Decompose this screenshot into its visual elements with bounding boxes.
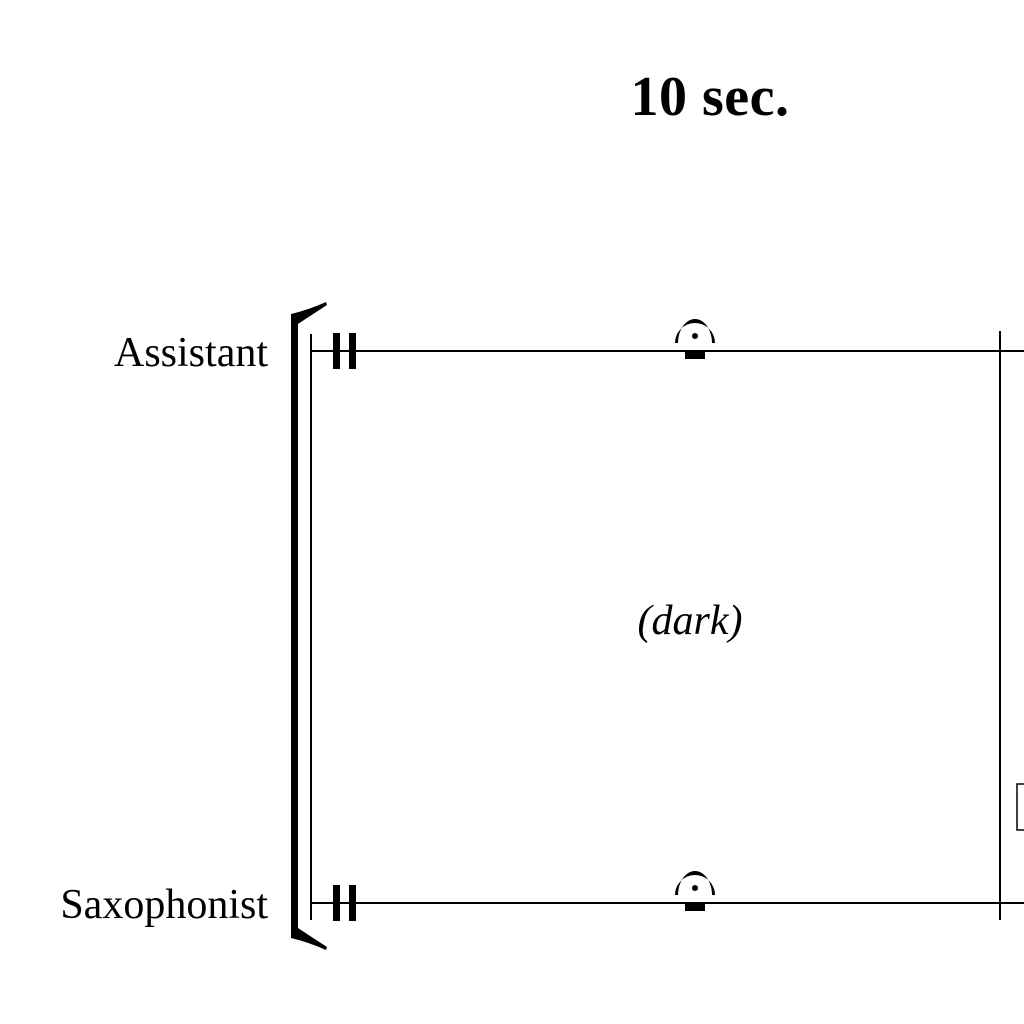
whole-rest-icon [685,903,705,911]
fermata-icon [675,319,715,343]
cropped-box [1016,783,1024,831]
duration-marking: 10 sec. [630,66,790,128]
staff-label-assistant: Assistant [113,330,268,376]
fermata-icon [675,871,715,895]
percussion-clef-icon [333,885,356,921]
system-bracket [291,302,327,950]
staff-label-saxophonist: Saxophonist [60,882,268,928]
whole-rest-icon [685,351,705,359]
percussion-clef-icon [333,333,356,369]
expression-marking: (dark) [637,598,743,644]
